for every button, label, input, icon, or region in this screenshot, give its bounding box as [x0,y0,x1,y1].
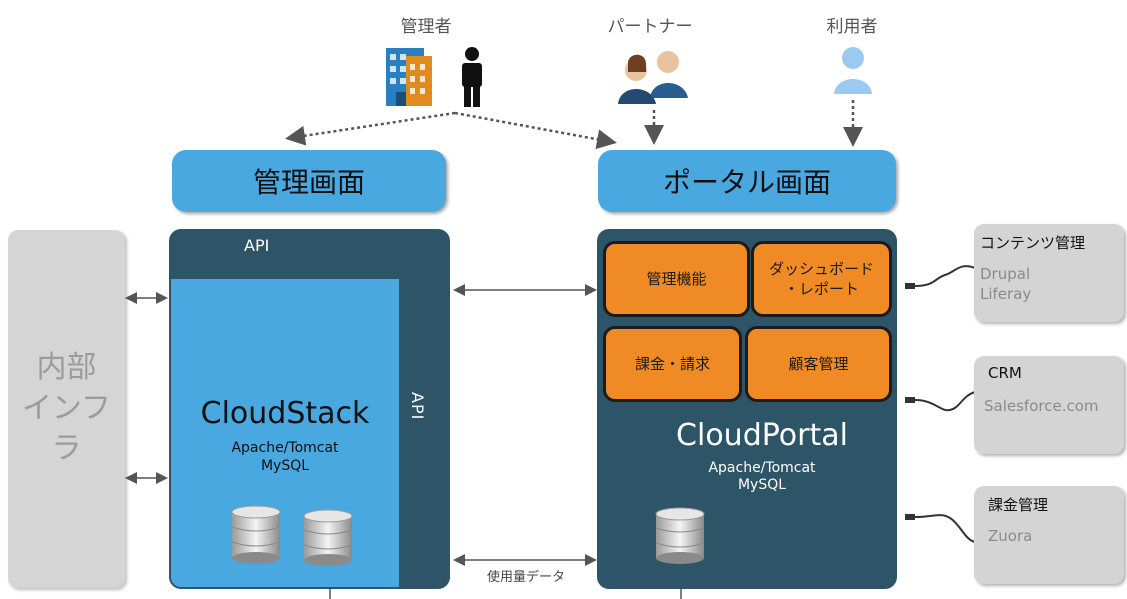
module-customer-mgmt: 顧客管理 [745,326,892,402]
portal-screen-label: ポータル画面 [662,166,831,199]
module-admin-functions-label: 管理機能 [646,269,707,288]
cloudstack-api-side-label: API [408,392,427,421]
internal-infra-box: 内部 インフラ [8,230,125,588]
cloudstack-api-top-label: API [244,236,270,255]
module-billing: 課金・請求 [603,326,742,402]
infra-line2: インフラ [21,390,112,467]
module-dashboard: ダッシュボード ・レポート [751,241,892,317]
module-customer-mgmt-label: 顧客管理 [788,354,849,373]
module-billing-label: 課金・請求 [634,354,710,373]
admin-to-portal-screen-arrow [454,111,617,150]
cloudportal-stack1: Apache/Tomcat [708,460,816,476]
plug-content [905,265,976,289]
admin-screen-box: 管理画面 [172,150,446,212]
cloudstack-inner [171,279,399,587]
role-admin-label: 管理者 [400,17,452,37]
external-content-item-1: Drupal [980,265,1031,283]
cloudstack-title: CloudStack [200,396,370,431]
admin-screen-label: 管理画面 [252,166,365,199]
portal-screen-box: ポータル画面 [598,150,896,212]
cloudportal-title: CloudPortal [676,418,848,453]
external-billing-box: 課金管理 Zuora [974,486,1124,584]
module-dashboard-line1: ダッシュボード [768,259,874,278]
infra-line1: 内部 [36,350,97,386]
external-content-item-2: Liferay [980,285,1032,303]
cloudstack-stack2: MySQL [260,458,310,474]
module-dashboard-line2: ・レポート [783,280,859,298]
plug-crm [905,391,976,412]
usage-data-label: 使用量データ [486,570,565,585]
plug-billing [905,514,976,543]
role-partner-label: パートナー [607,17,693,37]
external-crm-box: CRM Salesforce.com [974,356,1124,454]
cloudportal-stack2: MySQL [737,477,787,493]
external-content-box: コンテンツ管理 Drupal Liferay [974,224,1124,322]
module-admin-functions: 管理機能 [603,241,750,317]
external-crm-title: CRM [988,364,1022,382]
cloudstack-stack1: Apache/Tomcat [231,440,339,456]
external-billing-item-1: Zuora [988,527,1033,545]
role-user-label: 利用者 [826,17,878,37]
external-billing-title: 課金管理 [988,496,1049,514]
external-content-title: コンテンツ管理 [980,234,1086,252]
external-crm-item-1: Salesforce.com [984,397,1099,415]
admin-to-admin-screen-arrow [285,111,456,146]
